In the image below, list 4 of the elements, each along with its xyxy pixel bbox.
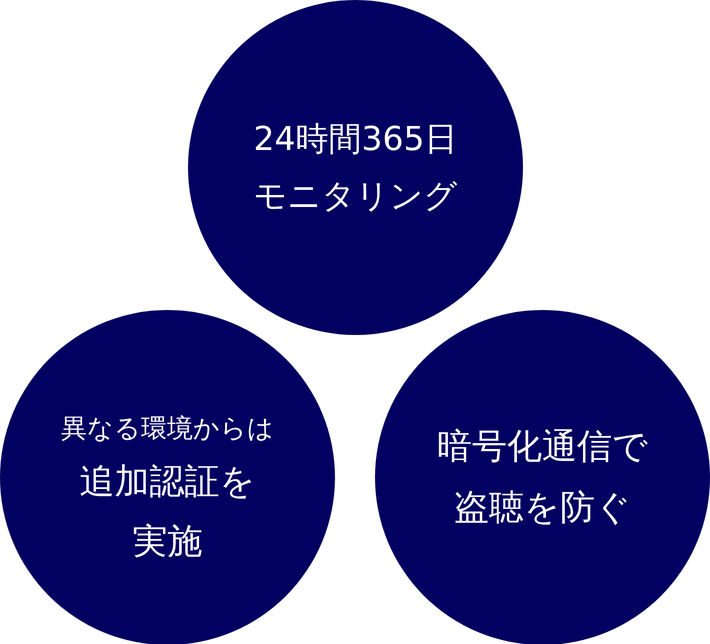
circle-text: 24時間365日モニタリング xyxy=(252,118,458,216)
circle-text: 異なる環境からは xyxy=(61,412,274,446)
circle-text: 暗号化通信で盗聴を防ぐ xyxy=(436,426,649,530)
circle-text: 追加認証を実施 xyxy=(78,460,256,564)
